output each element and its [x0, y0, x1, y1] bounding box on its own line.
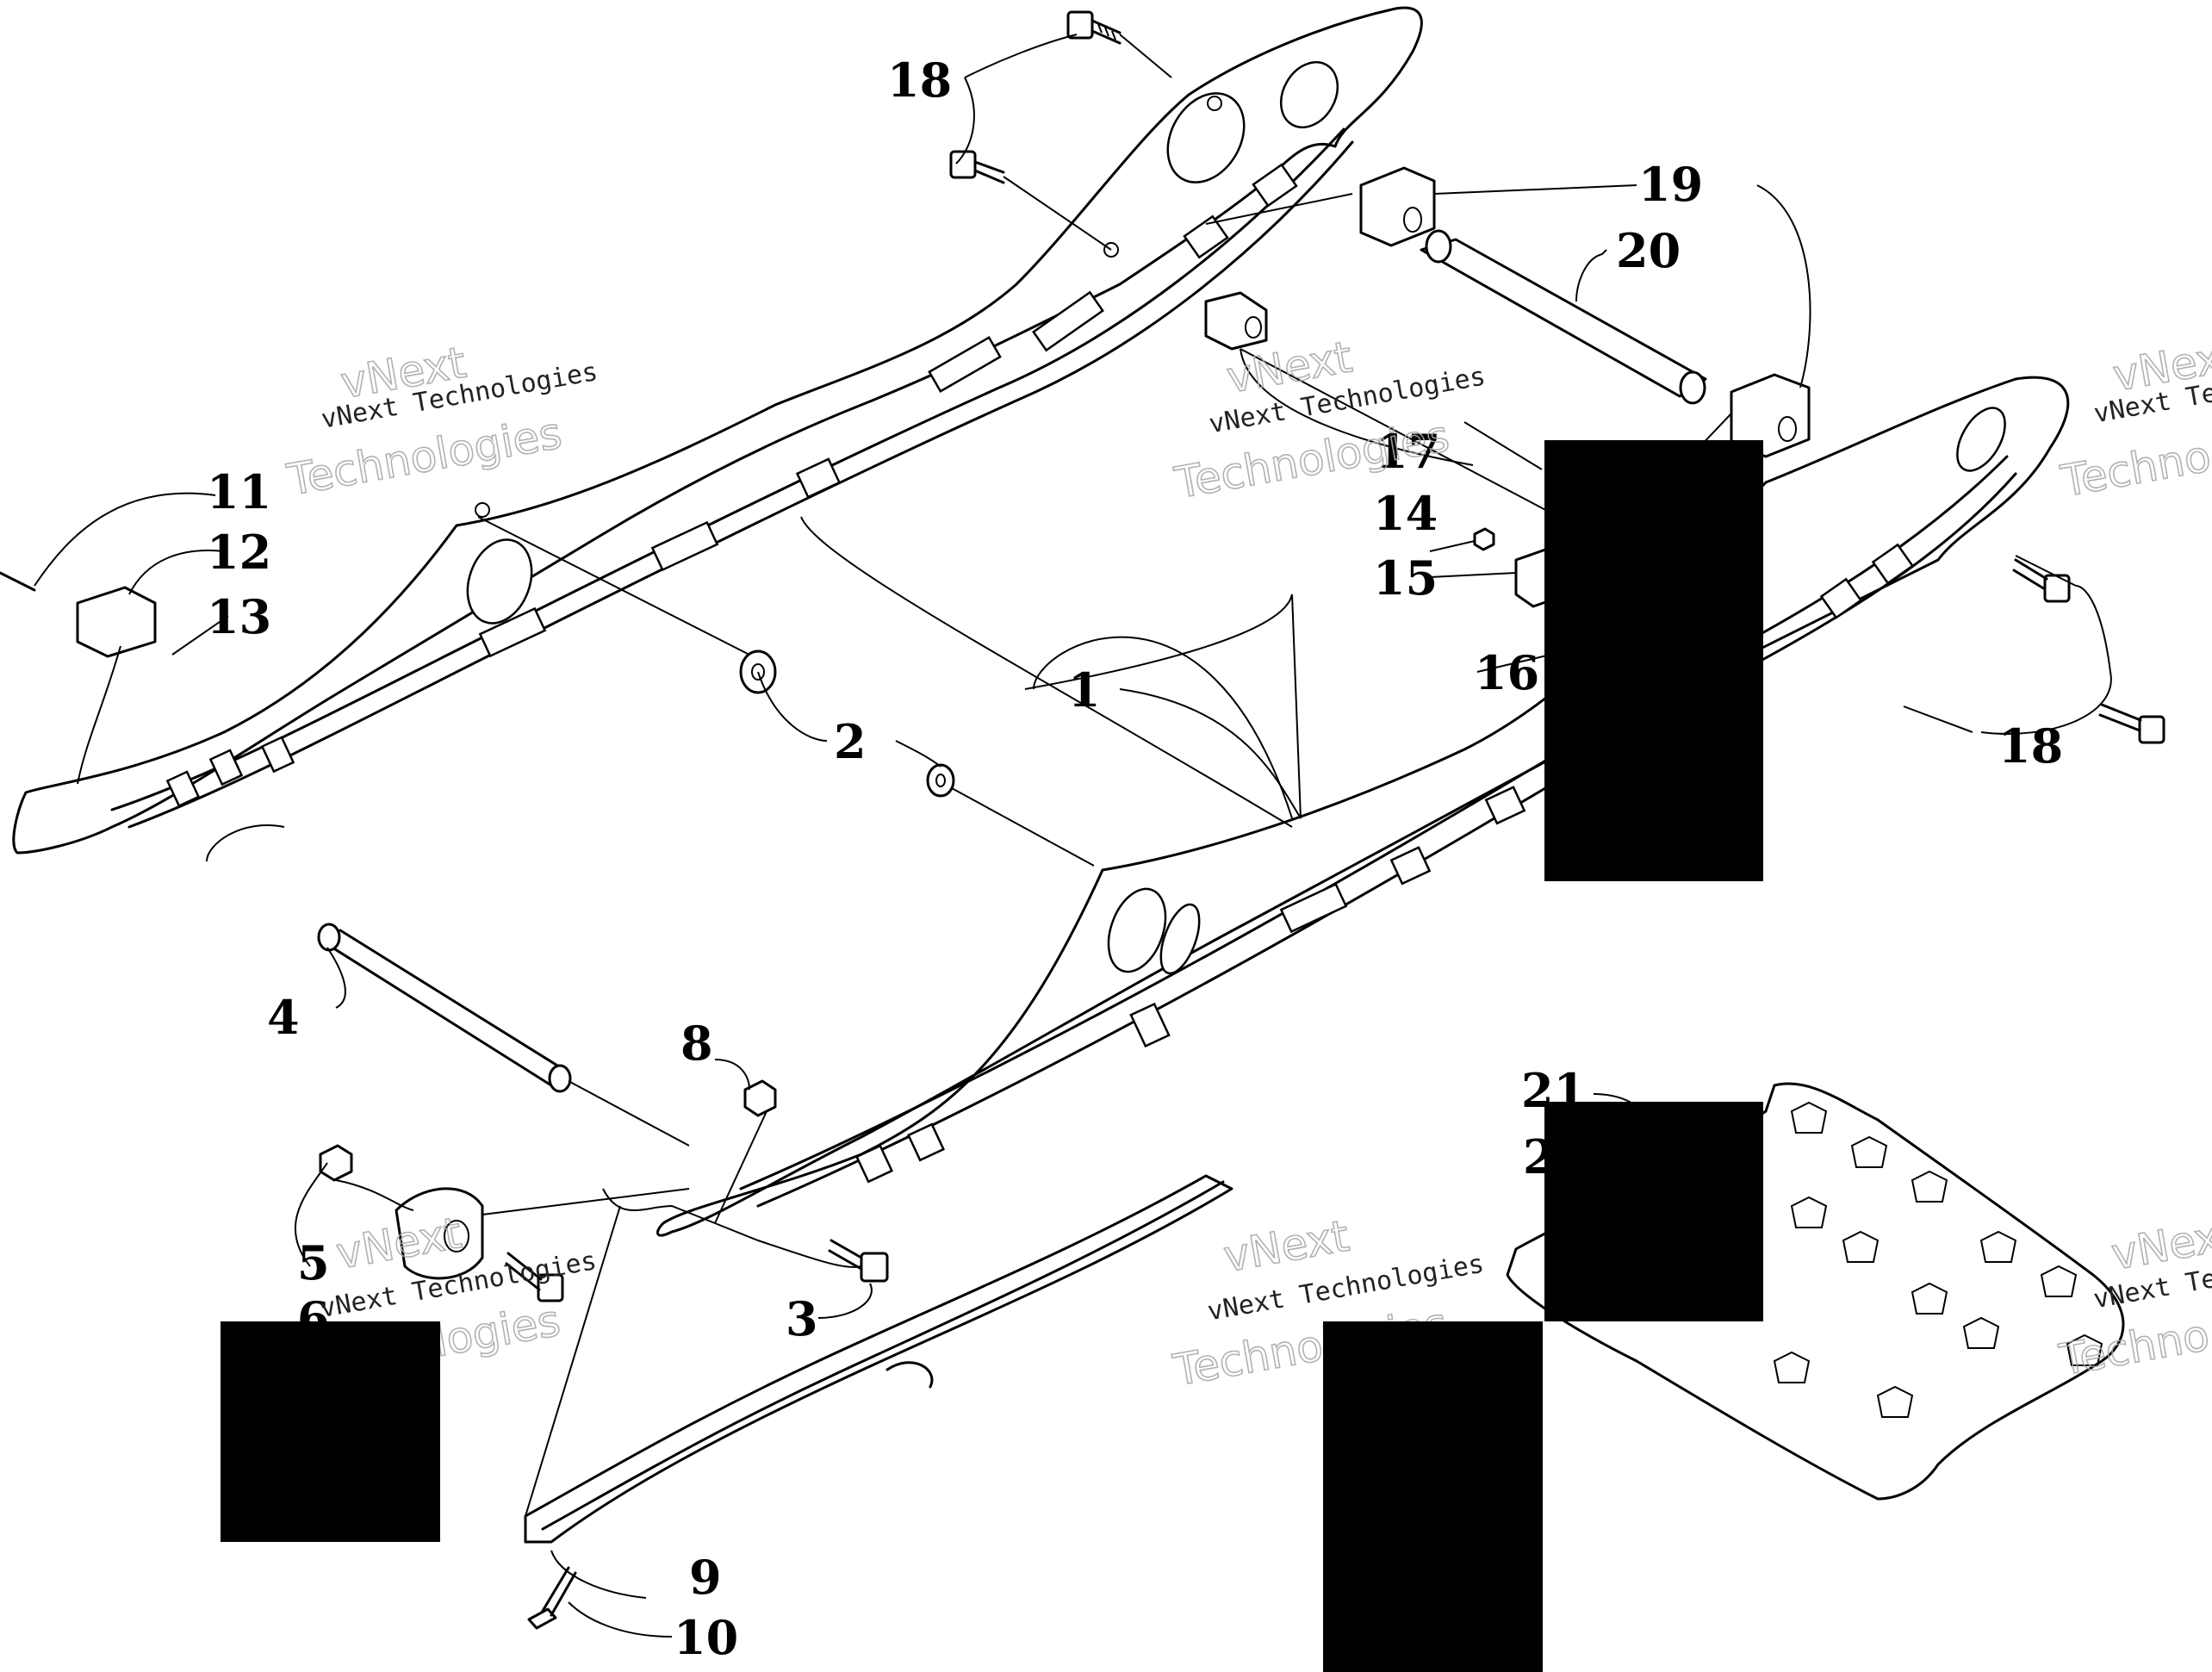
redaction-blocks: [221, 440, 1763, 1672]
right-rail-slots: [854, 407, 2006, 1184]
track-lugs: [1773, 1101, 2103, 1418]
bolt-18-right-a: [2012, 558, 2071, 603]
callout-14: 14: [1373, 486, 1438, 541]
callout-8: 8: [680, 1016, 713, 1071]
svg-text:vNext: vNext: [1220, 1211, 1352, 1282]
wear-strip-9: [524, 1174, 1233, 1544]
redaction-block-bottom-center: [1323, 1321, 1543, 1672]
redaction-block-right-upper: [1544, 440, 1763, 881]
callout-19: 19: [1638, 157, 1703, 212]
watermark-center-top: vNext vNext Technologies Technologies: [1170, 331, 1488, 508]
redaction-block-left: [221, 1321, 440, 1542]
left-rail-slots: [165, 61, 1339, 808]
bolt-3: [828, 1239, 889, 1283]
callout-11: 11: [207, 464, 271, 519]
block-19-top: [1359, 166, 1436, 247]
callout-1: 1: [1068, 662, 1101, 718]
callout-15: 15: [1373, 550, 1438, 606]
callout-3: 3: [786, 1291, 818, 1346]
spacer-bushing-top: [1204, 291, 1268, 351]
callout-17: 17: [1376, 424, 1440, 479]
bolt-18-top-a: [1066, 10, 1122, 45]
washer-2-b: [926, 763, 955, 798]
callout-18-top: 18: [887, 53, 952, 108]
callout-2: 2: [834, 714, 867, 769]
callout-16: 16: [1475, 645, 1539, 700]
callout-18-right: 18: [1998, 718, 2063, 774]
callout-4: 4: [267, 990, 300, 1045]
callout-13: 13: [207, 589, 271, 644]
axle-4: [317, 923, 572, 1093]
callout-5: 5: [297, 1235, 330, 1290]
callout-9: 9: [689, 1550, 722, 1605]
pin-11: [0, 571, 36, 592]
left-slide-rail: [12, 6, 1423, 855]
nut-8: [743, 1079, 777, 1117]
bolt-7: [505, 1252, 564, 1302]
redaction-block-right-middle: [1544, 1102, 1763, 1321]
axle-20: [1420, 229, 1707, 405]
wheel-6: [395, 1187, 484, 1280]
callout-numbers: 1 2 3 4 5 6 8 9 10 11 12 13 14 15 16 17 …: [207, 53, 2063, 1665]
screw-10: [527, 1566, 577, 1630]
bumper-12: [76, 586, 157, 658]
nut-14: [1473, 527, 1495, 551]
nut-5: [319, 1144, 353, 1182]
callout-12: 12: [207, 525, 271, 580]
svg-text:Techno: Techno: [2057, 431, 2212, 507]
bolt-18-top-b: [949, 150, 1005, 184]
callout-20: 20: [1616, 223, 1681, 278]
watermark-left-top: vNext vNext Technologies Technologies: [283, 337, 600, 507]
callout-10: 10: [674, 1610, 738, 1665]
right-slide-rail: [656, 376, 2070, 1237]
bolt-18-right-b: [2098, 703, 2165, 744]
